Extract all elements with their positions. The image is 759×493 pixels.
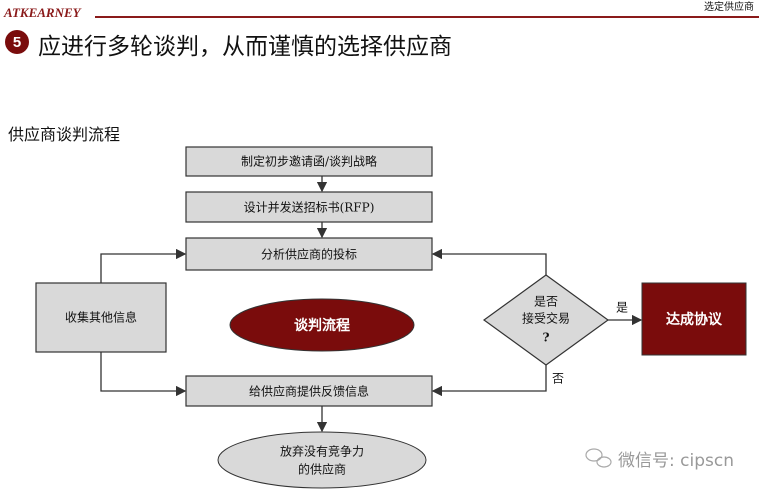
step-2-box xyxy=(185,191,433,223)
arrow-collect-to-analyze xyxy=(100,248,187,283)
arrow-collect-to-feedback xyxy=(100,352,187,397)
decision-line-2: 接受交易 xyxy=(522,311,570,326)
decision-question: ? xyxy=(542,331,549,345)
step-3-label: 分析供应商的投标 xyxy=(261,247,357,262)
arrow-no xyxy=(431,365,547,397)
feedback-label: 给供应商提供反馈信息 xyxy=(249,384,369,399)
decision-line-1: 是否 xyxy=(534,295,558,309)
badge-number: 5 xyxy=(13,34,21,51)
decision-diamond xyxy=(482,274,610,366)
watermark: 微信号: cipscn xyxy=(618,451,734,471)
collect-info-box xyxy=(35,282,167,353)
agreement-label: 达成协议 xyxy=(666,311,723,328)
no-label: 否 xyxy=(552,372,564,386)
logo: ATKEARNEY xyxy=(3,5,82,20)
feedback-box xyxy=(185,375,433,407)
step-3-box xyxy=(185,237,433,271)
step-1-box xyxy=(185,146,433,177)
step-badge xyxy=(5,30,29,54)
agreement-box xyxy=(641,282,747,356)
step-2-label: 设计并发送招标书(RFP) xyxy=(244,200,375,215)
yes-label: 是 xyxy=(616,301,628,315)
center-ellipse xyxy=(229,298,415,352)
wechat-icon xyxy=(585,448,612,468)
center-label: 谈判流程 xyxy=(294,317,350,334)
drop-ellipse xyxy=(217,431,427,489)
collect-info-label: 收集其他信息 xyxy=(65,310,137,325)
arrow-decision-to-analyze xyxy=(431,248,547,275)
drop-line-2: 的供应商 xyxy=(298,462,346,477)
section-label: 选定供应商 xyxy=(704,0,754,13)
drop-line-1: 放弃没有竞争力 xyxy=(280,444,364,459)
step-1-label: 制定初步邀请函/谈判战略 xyxy=(241,154,377,169)
page-title: 应进行多轮谈判，从而谨慎的选择供应商 xyxy=(38,34,452,60)
diagram-title: 供应商谈判流程 xyxy=(8,125,120,144)
